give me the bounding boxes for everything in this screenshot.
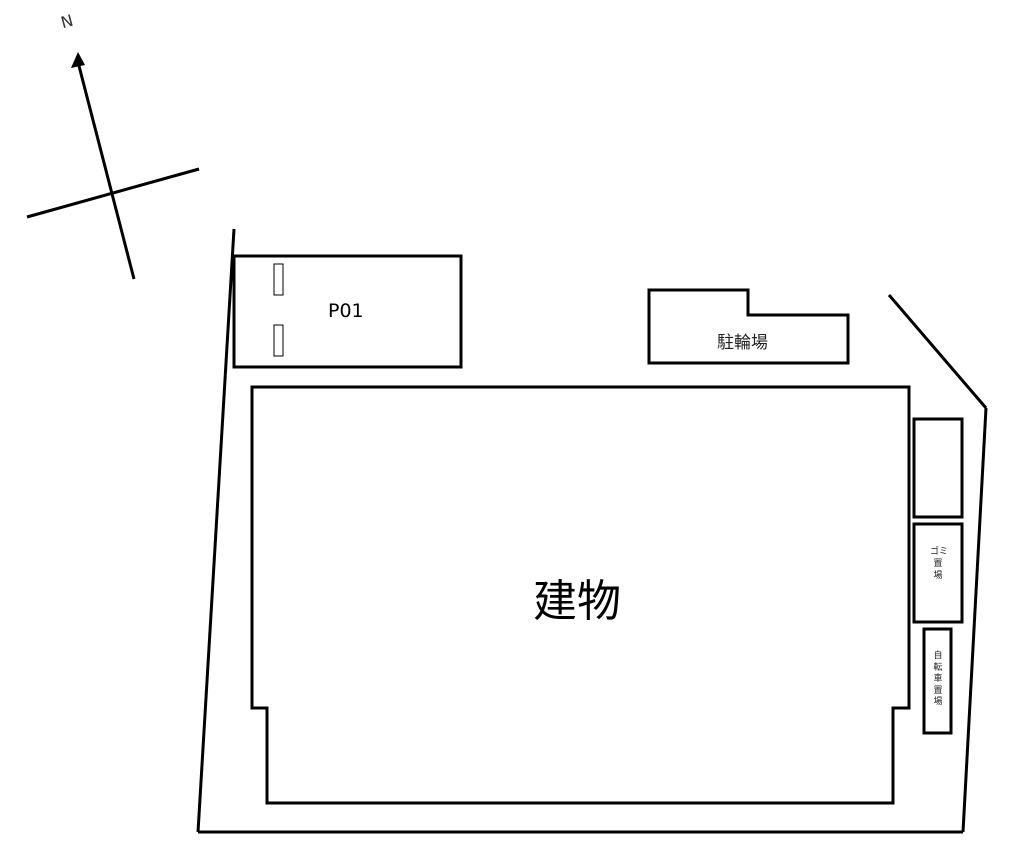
parking-label: P01	[328, 300, 364, 322]
parking-space	[273, 324, 284, 357]
bicycle-parking-top-label: 駐輪場	[717, 333, 768, 353]
garbage-area-outline	[912, 522, 964, 624]
north-compass-icon	[26, 52, 200, 280]
site-boundary	[196, 228, 988, 834]
parking-space	[273, 263, 284, 296]
building-label: 建物	[533, 576, 621, 627]
building-outline	[250, 385, 911, 805]
storage-box	[912, 417, 964, 519]
bicycle-parking-side-label: 自 転 車 置 場	[933, 651, 943, 707]
parking-area-p01	[232, 254, 463, 369]
bicycle-parking-top-outline	[647, 288, 850, 365]
bicycle-parking-side-outline	[922, 627, 953, 735]
garbage-area-label: ゴミ 置 場	[930, 547, 949, 581]
